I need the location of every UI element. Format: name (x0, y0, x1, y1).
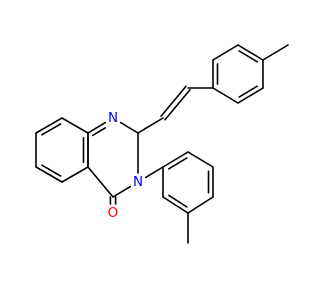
atom-n3-label: N (133, 174, 143, 190)
atom-n1-label: N (108, 110, 118, 126)
atom-n1: N (105, 110, 121, 126)
atom-n3: N (130, 174, 146, 190)
double-bond-v1-v2-a (164, 88, 191, 121)
single-bond-n3-rb1 (144, 166, 164, 179)
double-bond-c8a-n1-outer (87, 121, 107, 134)
single-bond-ra5-ra6 (212, 87, 239, 104)
atom-o-background (105, 205, 121, 221)
atom-n1-background (105, 110, 121, 126)
single-bond-n3-c4 (112, 185, 132, 198)
atom-o-label: O (108, 205, 119, 221)
molecule-structure-diagram: N N O (35, 44, 289, 244)
atom-o: O (105, 205, 121, 221)
single-bond-c8-c8a (61, 117, 89, 134)
single-bond-n1-c2 (119, 121, 139, 134)
double-bond-rb5-rb6-inner (168, 194, 188, 208)
single-bond-c4-c4a (87, 166, 114, 198)
double-bond-c7-c8-inner (41, 123, 62, 136)
bond-layer (35, 44, 289, 244)
double-bond-c8a-n1-inner (91, 127, 106, 137)
double-bond-rb1-rb2-outer (162, 151, 189, 168)
single-bond-c2-v1 (137, 117, 164, 134)
double-bond-v1-v2-b (160, 85, 187, 118)
double-bond-ra2-ra3-inner (238, 50, 259, 63)
double-bond-rb5-rb6-outer (162, 196, 189, 214)
single-bond-rb2-rb3 (187, 151, 214, 168)
atom-n3-background (130, 174, 146, 190)
double-bond-ra4-ra5-outer (237, 87, 264, 104)
single-bond-rb4-rb5 (187, 196, 214, 214)
double-bond-ra2-ra3-outer (237, 44, 264, 61)
double-bond-c5-c6-outer (35, 166, 63, 183)
single-bond-c4a-c5 (61, 166, 89, 183)
double-bond-c5-c6-inner (41, 164, 62, 177)
double-bond-rb1-rb2-inner (168, 157, 188, 170)
double-bond-ra4-ra5-inner (238, 85, 259, 98)
single-bond-ra1-ra2 (212, 44, 239, 61)
double-bond-c7-c8-outer (35, 117, 63, 134)
single-bond-ra3-ma (262, 44, 289, 61)
